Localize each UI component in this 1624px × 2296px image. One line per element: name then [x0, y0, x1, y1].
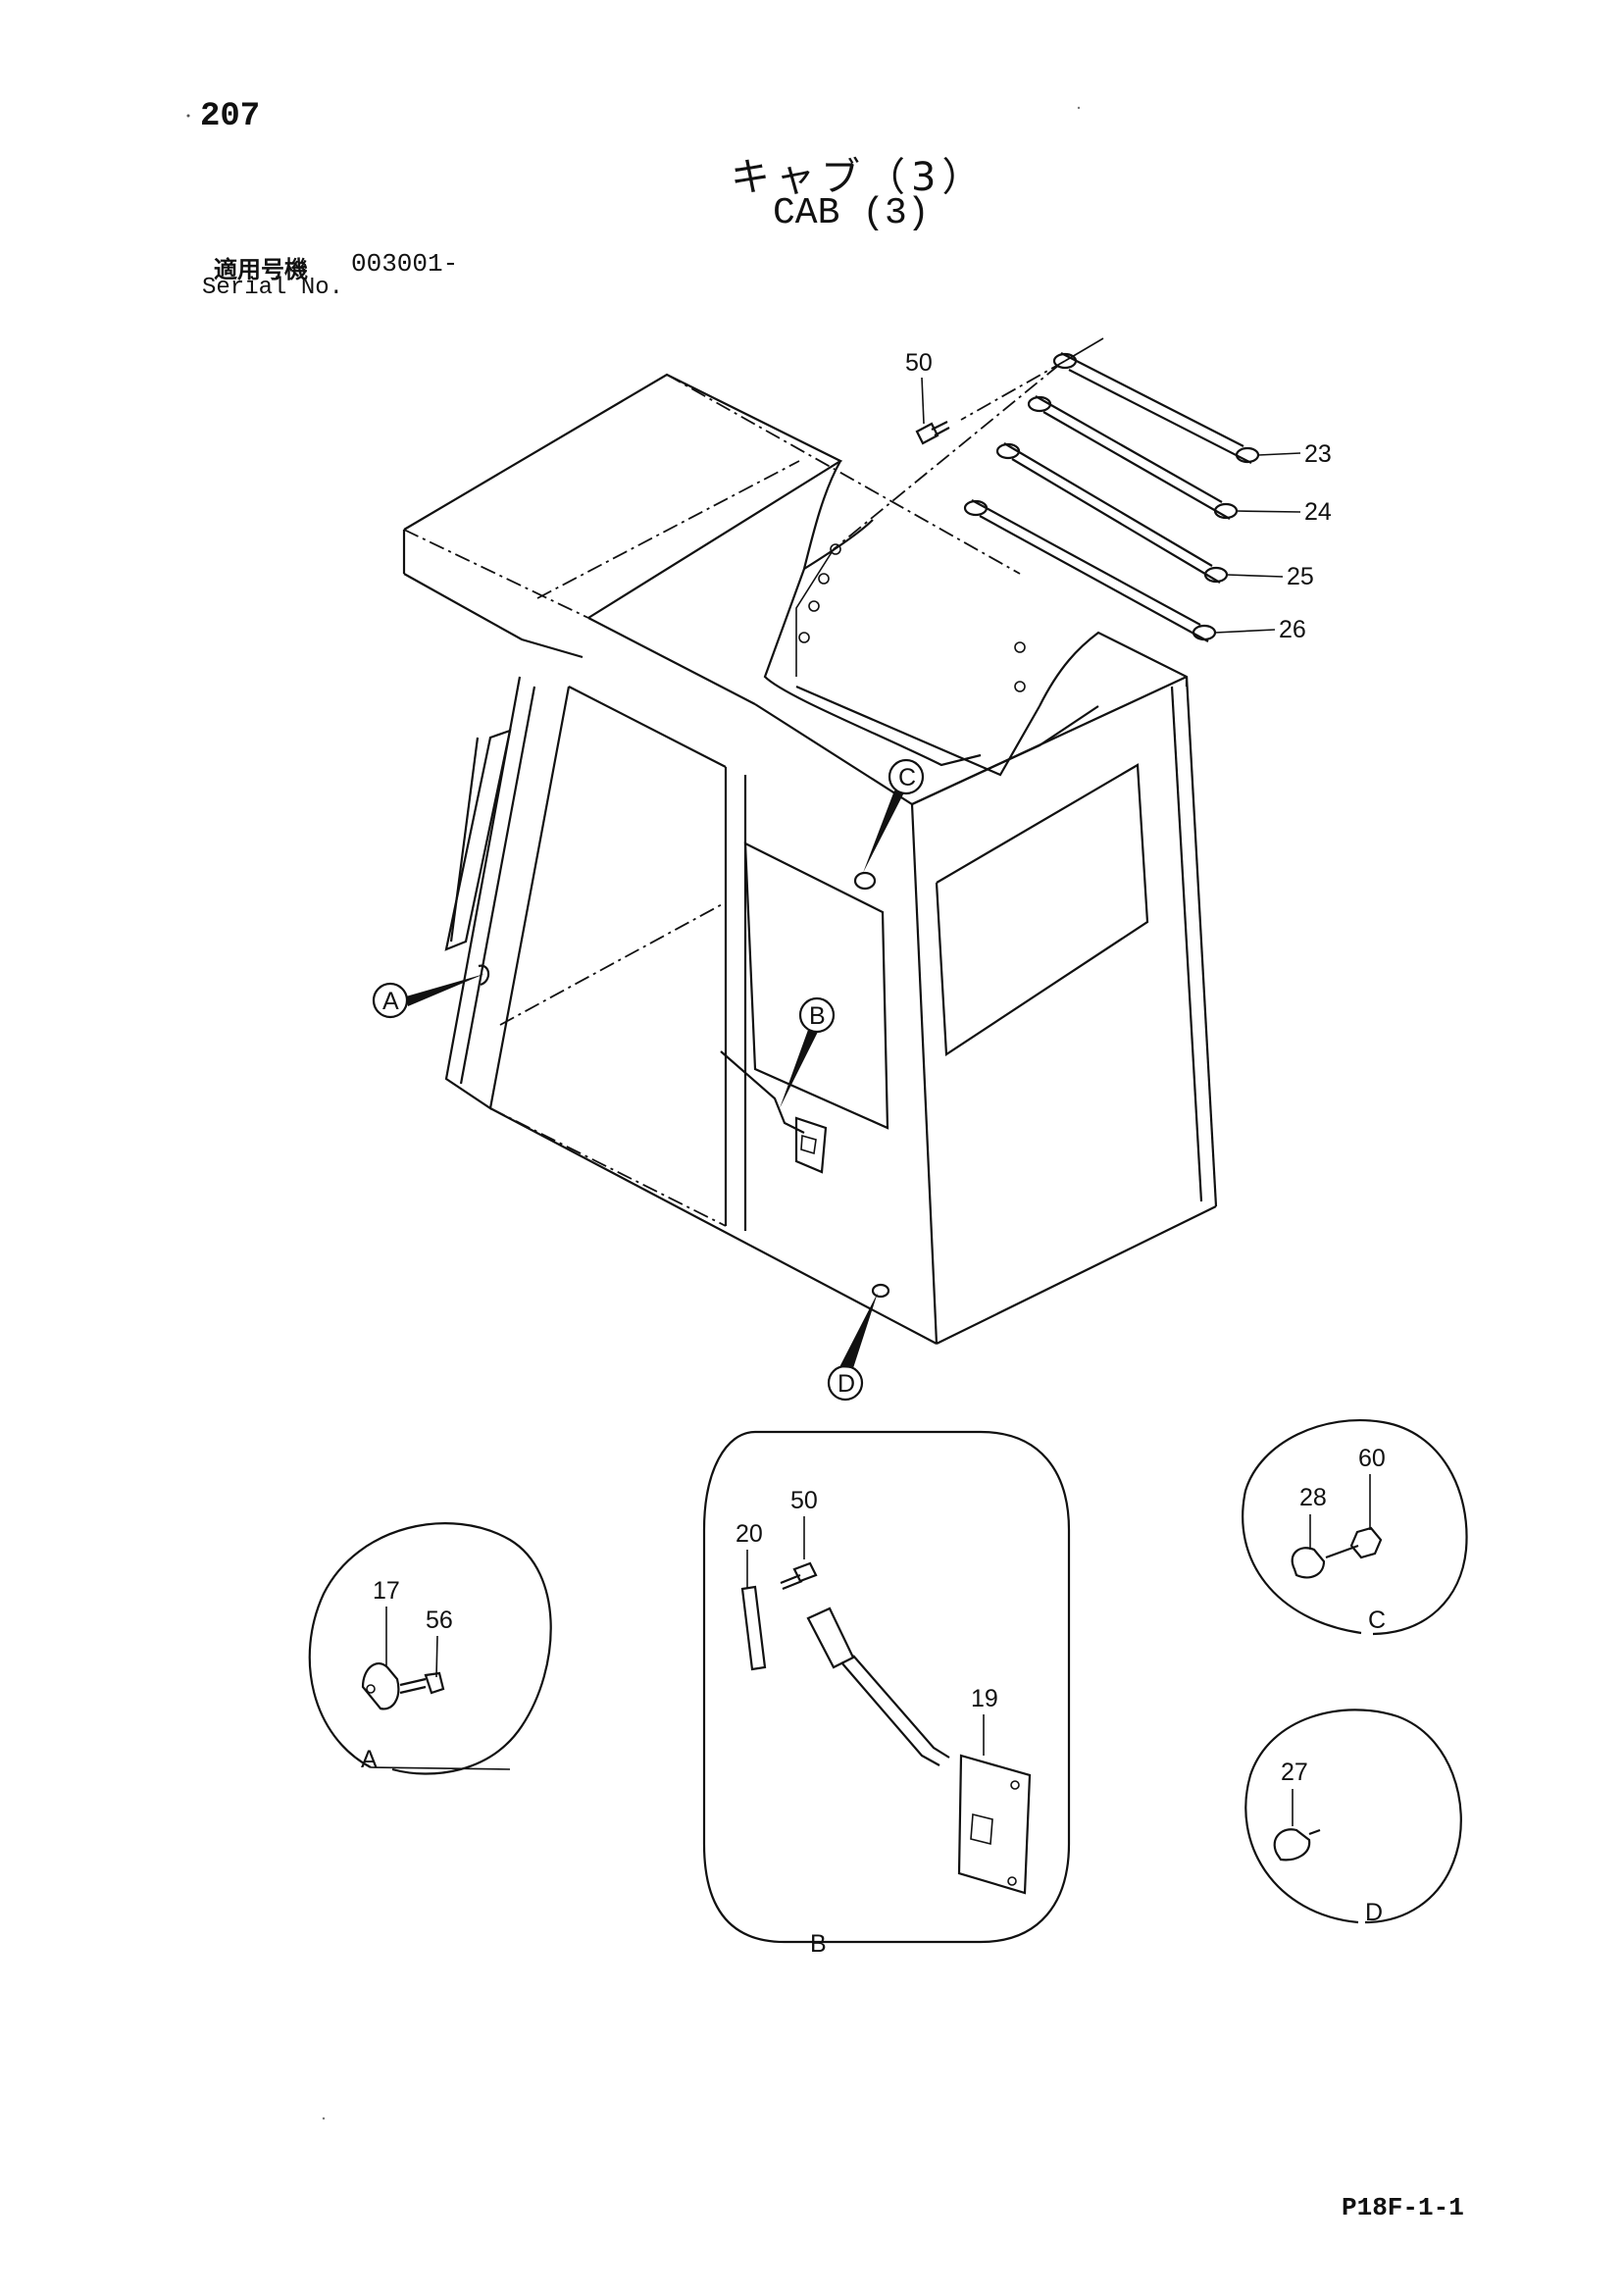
detail-b-callout-50: 50: [790, 1487, 818, 1514]
cab-body: [402, 373, 1218, 1345]
view-marker-d: D: [827, 1283, 890, 1402]
title-english: CAB (3): [773, 192, 930, 234]
detail-a-callout-56: 56: [426, 1607, 453, 1634]
serial-label-japanese: 適用号機: [214, 256, 308, 283]
detail-a: A 17 56: [308, 1522, 552, 1775]
detail-c-callout-28: 28: [1299, 1484, 1327, 1511]
view-marker-a: A: [372, 964, 490, 1019]
svg-text:D: D: [837, 1370, 855, 1398]
callout-26: 26: [1279, 616, 1306, 643]
detail-d-label: D: [1365, 1899, 1383, 1926]
title-japanese: キャブ（3）: [731, 155, 988, 200]
svg-text:B: B: [809, 1002, 826, 1030]
serial-label-english: Serial No.: [202, 275, 344, 301]
detail-c-label: C: [1368, 1607, 1386, 1634]
stay-rods: [833, 337, 1301, 642]
svg-text:A: A: [382, 988, 399, 1015]
detail-d: D 27: [1244, 1709, 1462, 1926]
callout-23: 23: [1304, 440, 1332, 468]
svg-text:C: C: [898, 764, 916, 791]
detail-d-callout-27: 27: [1281, 1759, 1308, 1786]
detail-c: C 28 60: [1242, 1419, 1468, 1636]
detail-a-callout-17: 17: [373, 1577, 400, 1605]
detail-b-callout-20: 20: [736, 1520, 763, 1548]
detail-b: B 20 50 19: [702, 1430, 1071, 1958]
view-marker-b: B: [720, 996, 836, 1174]
figure-code: P18F-1-1: [1342, 2193, 1464, 2222]
detail-c-callout-60: 60: [1358, 1445, 1386, 1472]
callout-50-main: 50: [905, 349, 933, 377]
detail-a-label: A: [361, 1746, 378, 1773]
serial-value: 003001-: [351, 249, 459, 279]
page-number: 207: [200, 98, 261, 135]
view-marker-c: C: [853, 758, 925, 891]
detail-b-label: B: [810, 1930, 827, 1958]
callout-24: 24: [1304, 498, 1332, 526]
callout-25: 25: [1287, 563, 1314, 590]
detail-b-callout-19: 19: [971, 1685, 998, 1712]
scan-noise: [186, 106, 1081, 2120]
